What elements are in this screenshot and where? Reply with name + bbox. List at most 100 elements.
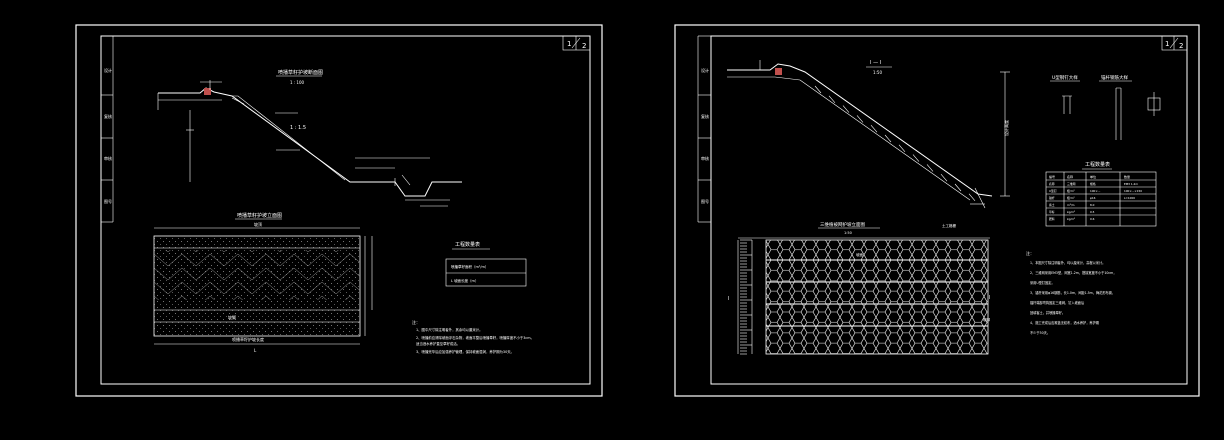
title-block-cell: 复核 [701, 113, 709, 119]
mesh-label-mid: 坡面 [856, 252, 864, 257]
drainage-marker [775, 68, 782, 75]
sheet-2-mesh-elevation: 土工格栅 坡面 坡脚 I I [728, 223, 991, 355]
title-block-cell: 设计 [701, 67, 709, 73]
table-cell: 名称 [1049, 182, 1055, 186]
sheet-1-quantity-table: 工程数量表 喷播草籽面积（m²/m） L 坡面长度（m） [445, 241, 527, 287]
sheet-1-inner-border [100, 35, 591, 385]
detail1-title: U型钢钉大样 [1052, 74, 1078, 81]
table-header: 名称 [1067, 174, 1073, 179]
plan-label-bottom: 喷播草籽护坡长度 [232, 336, 264, 342]
sheet-1-page-number: 1 2 [562, 35, 591, 51]
note-line: 3、锚杆采用φ16钢筋，长1.0m，间距1.5m，梅花形布置， [1030, 290, 1115, 295]
table-cell: 100×...×150 [1124, 189, 1142, 193]
note-line: 锚杆端部弯钩固定三维网，钉入坡面后 [1030, 300, 1085, 305]
sheet-1-cross-section: 1 : 1.5 [157, 80, 462, 207]
table-row: L 坡面长度（m） [451, 278, 478, 283]
note-line: 2、三维网采用EM3型，网宽1.2m，搭接宽度不小于10cm， [1030, 270, 1116, 275]
note-line: 1、图中尺寸除注明者外，其余均以厘米计。 [416, 327, 483, 332]
detail2-title: 锚杆钢筋大样 [1101, 74, 1128, 81]
table-cell: 8.0 [1090, 203, 1095, 207]
table-cell: 客土 [1049, 203, 1055, 207]
anchor-bolt [968, 193, 976, 201]
sheet-1-section-scale: 1 : 100 [290, 80, 305, 85]
anchor-bolt [912, 154, 920, 162]
drainage-marker [204, 88, 211, 95]
notes-title: 注： [412, 319, 420, 325]
table-cell: m³/m [1067, 203, 1075, 207]
table-header: 单位 [1090, 174, 1096, 179]
table-row: 喷播草籽面积（m²/m） [451, 264, 488, 269]
note-line: 适当洒水养护直至草籽成活。 [416, 341, 460, 346]
table-header: 数量 [1124, 174, 1130, 179]
note-line: 采用U型钉固定。 [1030, 280, 1055, 285]
sheet-1: 1 2 设计 复核 审核 图号 喷播草籽护坡断面图 1 : 100 [75, 24, 603, 397]
note-line: 回填客土，并喷播草籽。 [1030, 310, 1065, 315]
sheet-1-outer-border [75, 24, 603, 397]
sheet-2-title-block: 设计 复核 审核 图号 [697, 35, 711, 223]
sheet-2: 1 2 设计 复核 审核 图号 I — I 1:50 [674, 24, 1200, 397]
section-mark-right: I [989, 295, 990, 301]
table-cell: 0.5 [1090, 210, 1095, 214]
sheet-2-table-title: 工程数量表 [1085, 161, 1110, 168]
sheet-2-page-number: 1 2 [1161, 35, 1188, 51]
sheet-2-details: U型钢钉大样 锚杆钢筋大样 [1050, 74, 1161, 140]
note-line: 不少于30天。 [1030, 331, 1050, 335]
title-block-cell: 图号 [701, 198, 709, 204]
table-cell: kg/m² [1067, 210, 1075, 214]
sheet-1-page-total: 2 [582, 42, 586, 50]
table-cell: 锚杆 [1049, 196, 1055, 200]
sheet-1-section-title: 喷播草籽护坡断面图 [278, 69, 323, 76]
anchor-bolt [842, 105, 850, 113]
table-cell: φ16 [1090, 196, 1096, 200]
table-cell: 规格 [1090, 182, 1096, 186]
anchor-bolt [814, 85, 822, 94]
sheet-2-section-title: I — I [870, 60, 881, 66]
sheet-2-slope-section: 设计高度 [727, 60, 1010, 209]
note-line: 4、施工完成后应覆盖无纺布，洒水养护，养护期 [1030, 320, 1099, 325]
title-block-cell: 复核 [104, 113, 112, 119]
sheet-2-section-scale: 1:50 [873, 70, 882, 75]
sheet-1-title-block: 设计 复核 审核 图号 [101, 36, 114, 223]
table-cell: kg/m² [1067, 217, 1075, 221]
table-cell: 0.6 [1090, 217, 1095, 221]
dim-height-label: 设计高度 [1003, 120, 1009, 136]
table-cell: EM3 1.2m [1124, 182, 1138, 186]
sheet-2-inner-border [710, 35, 1188, 385]
note-line: 2、喷播前应清除坡面浮石杂物，坡面平整后喷播草籽，喷播厚度不小于3cm。 [416, 335, 534, 340]
anchor-bolt [940, 174, 948, 182]
table-cell: 100×... [1090, 189, 1100, 193]
slope-ratio-label: 1 : 1.5 [290, 125, 306, 131]
sheet-2-outer-border [674, 24, 1200, 397]
sheet-2-page-total: 2 [1179, 42, 1183, 50]
note-line: 1、本图尺寸除注明者外，均以厘米计，高程以米计。 [1030, 260, 1105, 265]
sheet-1-plan-view: 坡顶 坡脚 喷播草籽护坡长度 L [153, 221, 373, 353]
anchor-bolt [884, 134, 892, 143]
title-block-cell: 设计 [104, 67, 112, 73]
notes-title: 注： [1026, 250, 1034, 256]
table-cell: U型钉 [1049, 189, 1057, 193]
plan-label-mid: 坡脚 [228, 314, 236, 320]
table-cell: 草籽 [1049, 210, 1055, 214]
section-mark-left: I [728, 296, 729, 302]
table-cell: 根/m² [1067, 189, 1075, 193]
anchor-bolt [856, 115, 864, 123]
sheet-1-notes: 注： 1、图中尺寸除注明者外，其余均以厘米计。 2、喷播前应清除坡面浮石杂物，坡… [412, 319, 534, 354]
anchor-bolt [828, 95, 836, 103]
anchor-bolt [954, 183, 962, 192]
mesh-label-right: 坡脚 [983, 317, 991, 322]
table-cell: 三维网 [1067, 182, 1076, 186]
anchor-bolt [926, 164, 934, 172]
anchor-bolt [870, 125, 878, 133]
sheet-1-table-title: 工程数量表 [455, 241, 480, 248]
title-block-cell: 审核 [104, 155, 112, 161]
sheet-1-page-no: 1 [567, 40, 571, 48]
table-cell: 根/m² [1067, 196, 1075, 200]
title-block-cell: 审核 [701, 155, 709, 161]
title-block-cell: 图号 [104, 198, 112, 204]
sheet-2-page-no: 1 [1165, 40, 1169, 48]
sheet-1-plan-title: 喷播草籽护坡立面图 [237, 212, 282, 219]
anchor-bolt [898, 144, 906, 152]
plan-label-bottom2: L [254, 348, 257, 353]
